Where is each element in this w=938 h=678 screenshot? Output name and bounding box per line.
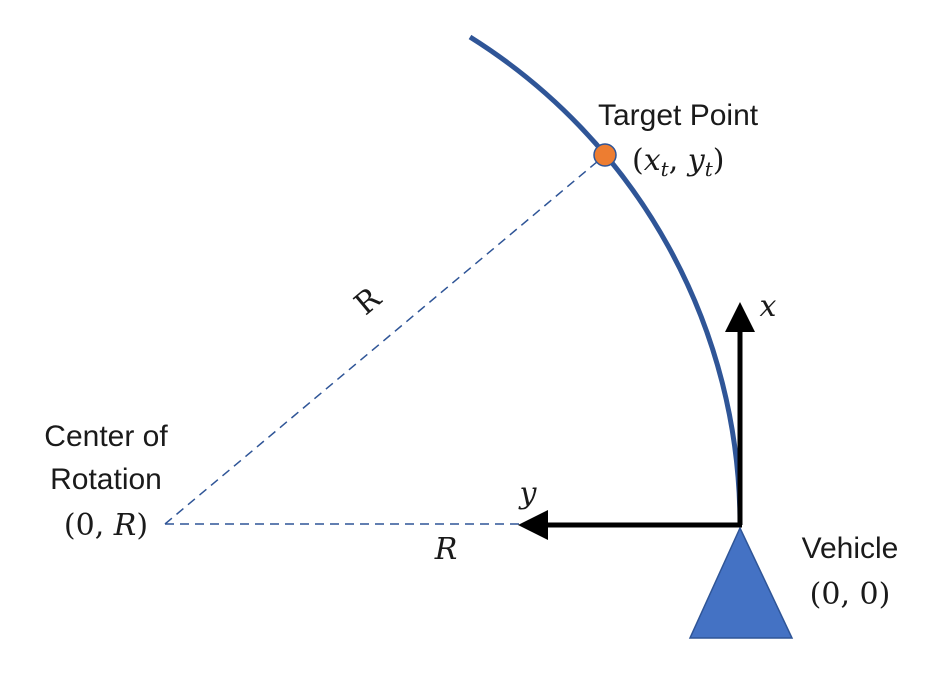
x-axis-label: x (760, 289, 777, 324)
target-point-marker (593, 143, 617, 167)
radius-line-diagonal (164, 155, 605, 525)
vehicle-title: Vehicle (802, 532, 899, 565)
radius-label-diagonal: R (348, 280, 389, 322)
target-point-coords: (xt, yt) (632, 143, 724, 181)
path-arc (468, 34, 743, 526)
center-of-rotation-coords: (0, R) (64, 508, 148, 543)
center-of-rotation-line2: Rotation (50, 463, 162, 496)
center-of-rotation-line1: Center of (44, 420, 168, 453)
target-point-title: Target Point (598, 99, 759, 132)
vehicle-triangle-icon (688, 526, 794, 639)
vehicle-coords: (0, 0) (810, 577, 891, 612)
y-axis-label: y (518, 476, 538, 511)
radius-label-horizontal: R (434, 532, 458, 567)
